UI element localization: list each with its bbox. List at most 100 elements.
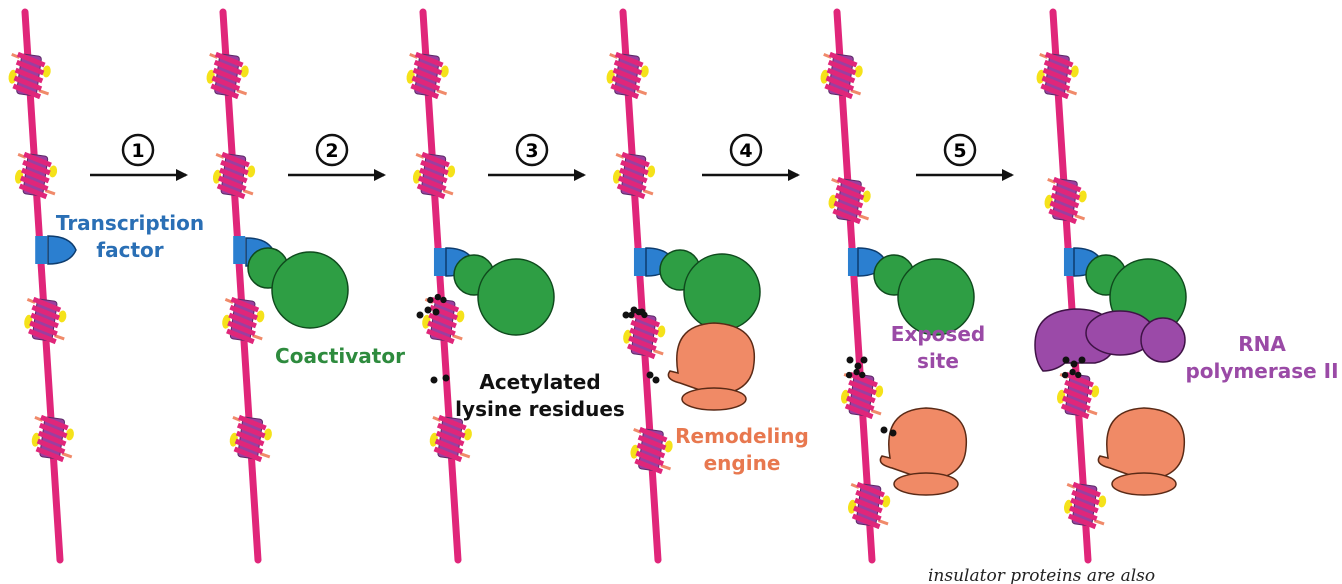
tf-binding-site bbox=[633, 248, 646, 276]
histone-tail-right bbox=[456, 310, 465, 323]
histone-tail-salmon bbox=[642, 189, 654, 196]
dna-wrap bbox=[228, 312, 257, 329]
histone-tail-right bbox=[240, 65, 249, 78]
histone-tail-salmon bbox=[636, 89, 648, 96]
remodeling-engine-4 bbox=[667, 322, 756, 411]
dna-wrap bbox=[421, 151, 450, 168]
tf-binding-site bbox=[1063, 248, 1076, 276]
acetyl-group bbox=[853, 368, 860, 376]
histone-tail-salmon bbox=[1066, 89, 1078, 96]
remodeling-base bbox=[1111, 472, 1177, 496]
dna-wrap bbox=[1061, 395, 1091, 412]
histone-tail-salmon bbox=[877, 519, 889, 526]
dna-wrap bbox=[212, 67, 242, 84]
acetyl-group bbox=[1069, 368, 1076, 376]
nucleosome-3 bbox=[222, 296, 265, 345]
nucleosome-4 bbox=[229, 414, 272, 463]
label-exposed-line1: Exposed bbox=[891, 322, 985, 346]
rna-pol-right bbox=[1140, 317, 1186, 363]
dna-fiber bbox=[419, 8, 462, 564]
dna-wrap bbox=[825, 75, 855, 92]
dna-wrap bbox=[235, 430, 265, 447]
histone-tail-salmon bbox=[44, 189, 56, 196]
dna-wrap bbox=[35, 446, 65, 463]
chromatin-strands bbox=[8, 8, 1107, 564]
dna-wrap bbox=[826, 67, 856, 84]
dna-wrap bbox=[1071, 489, 1100, 506]
acetyl-group bbox=[430, 376, 438, 384]
histone-tail-right bbox=[647, 165, 656, 178]
acetyl-group bbox=[416, 311, 424, 319]
dna-wrap bbox=[28, 328, 57, 345]
acetyl-group bbox=[860, 356, 868, 364]
dna-wrap bbox=[630, 319, 659, 336]
nucleosome-2 bbox=[1044, 176, 1087, 225]
nucleosome-2 bbox=[612, 151, 656, 200]
remodeling-base bbox=[893, 472, 959, 496]
dna-fiber bbox=[219, 8, 262, 564]
nucleosome-3 bbox=[1056, 368, 1100, 420]
acetyl-group bbox=[889, 429, 897, 437]
label-remodeling-line2: engine bbox=[704, 451, 781, 475]
histone-tail-salmon bbox=[452, 334, 463, 341]
nucleosome-4 bbox=[630, 426, 673, 475]
dna-wrap bbox=[410, 83, 440, 100]
dna-wrap bbox=[21, 167, 50, 184]
tf-binding-site bbox=[233, 236, 246, 264]
dna-wrap bbox=[635, 450, 665, 467]
dna-wrap bbox=[211, 75, 241, 92]
dna-wrap bbox=[18, 183, 48, 200]
dna-wrap bbox=[628, 335, 657, 352]
dna-wrap bbox=[629, 327, 658, 344]
dna-wrap bbox=[22, 159, 51, 176]
dna-wrap bbox=[1060, 403, 1090, 420]
label-acetylated-line2: lysine residues bbox=[455, 397, 625, 421]
dna-wrap bbox=[37, 430, 67, 447]
dna-wrap bbox=[1040, 83, 1070, 100]
histone-tail-right bbox=[664, 440, 673, 453]
dna-wrap bbox=[16, 51, 46, 68]
dna-wrap bbox=[627, 343, 656, 360]
dna-wrap bbox=[438, 414, 467, 431]
tf-binding-site bbox=[35, 236, 48, 264]
step-number-2: 2 bbox=[325, 140, 338, 162]
dna-wrap bbox=[844, 403, 874, 420]
dna-wrap bbox=[234, 438, 264, 455]
dna-wrap bbox=[416, 183, 446, 200]
dna-wrap bbox=[227, 320, 256, 337]
chromatin-strand-1 bbox=[8, 8, 74, 564]
dna-wrap bbox=[412, 67, 442, 84]
dna-wrap bbox=[29, 320, 58, 337]
remodeling-body bbox=[1097, 407, 1186, 481]
histone-tail-salmon bbox=[1074, 214, 1086, 221]
dna-wrap bbox=[434, 438, 464, 455]
chromatin-strand-5 bbox=[820, 8, 891, 564]
dna-wrap bbox=[216, 183, 246, 200]
nucleosome-1 bbox=[1036, 51, 1079, 100]
histone-tail-salmon bbox=[252, 334, 263, 341]
nucleosome-1 bbox=[406, 51, 449, 100]
dna-wrap bbox=[13, 75, 43, 92]
dna-wrap bbox=[14, 67, 44, 84]
acetyl-group bbox=[638, 308, 646, 316]
acetyl-group bbox=[424, 306, 432, 314]
dna-wrap bbox=[824, 83, 854, 100]
dna-wrap bbox=[845, 395, 875, 412]
dna-wrap bbox=[610, 83, 640, 100]
histone-tail-right bbox=[640, 65, 649, 78]
step-arrow-1: 1 bbox=[90, 133, 188, 181]
dna-wrap bbox=[848, 379, 877, 396]
acetyl-group bbox=[854, 362, 862, 370]
nucleosome-2 bbox=[412, 151, 456, 200]
coactivator-5 bbox=[873, 254, 975, 336]
histone-tail-salmon bbox=[459, 452, 471, 459]
dna-wrap bbox=[1065, 371, 1094, 388]
histone-tail-salmon bbox=[242, 189, 254, 196]
dna-wrap bbox=[1063, 387, 1092, 404]
dna-wrap bbox=[854, 497, 883, 514]
dna-wrap bbox=[233, 446, 263, 463]
histone-tail-right bbox=[882, 495, 891, 508]
histone-tail-right bbox=[440, 65, 449, 78]
histone-tail-right bbox=[1070, 65, 1079, 78]
dna-wrap bbox=[217, 175, 247, 192]
